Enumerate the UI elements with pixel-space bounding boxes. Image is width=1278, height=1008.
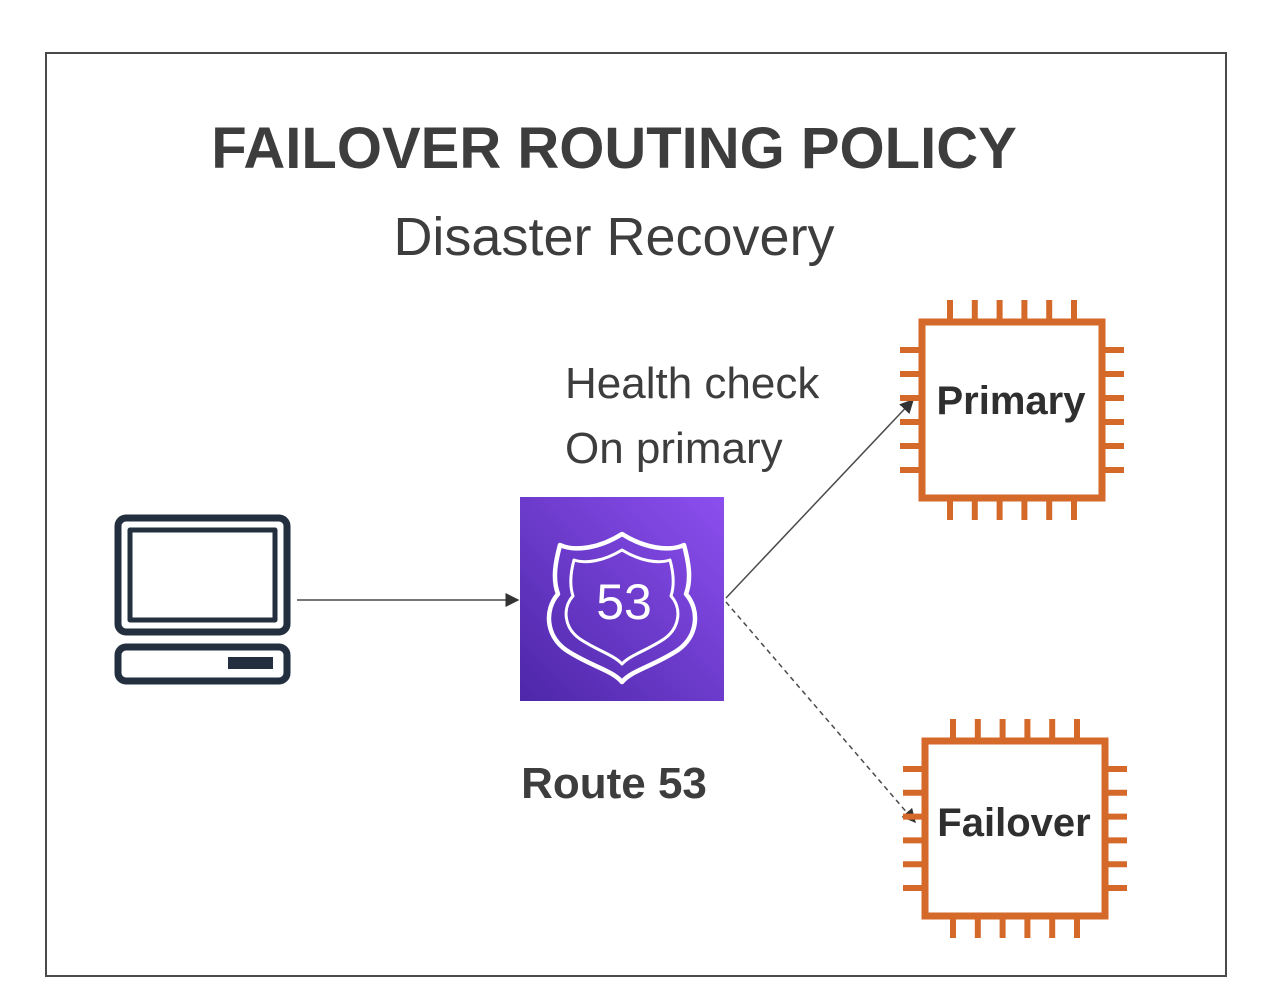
- computer-icon: [114, 514, 291, 685]
- ec2-instance-icon: [900, 300, 1124, 520]
- primary-label: Primary: [937, 379, 1087, 423]
- route53-to-failover-arrow: [725, 601, 916, 824]
- failover-label: Failover: [937, 801, 1090, 845]
- slide-title: FAILOVER ROUTING POLICY: [211, 116, 1017, 181]
- health-check-line1: Health check: [565, 359, 820, 408]
- route53-label: Route 53: [521, 759, 707, 808]
- route53-badge-number: 53: [596, 574, 652, 630]
- route53-to-primary-arrow: [725, 398, 914, 599]
- health-check-line2: On primary: [565, 424, 783, 473]
- route53-shield-icon: 53: [520, 497, 724, 701]
- ec2-instance-icon: [903, 719, 1127, 938]
- slide-subtitle: Disaster Recovery: [393, 207, 834, 267]
